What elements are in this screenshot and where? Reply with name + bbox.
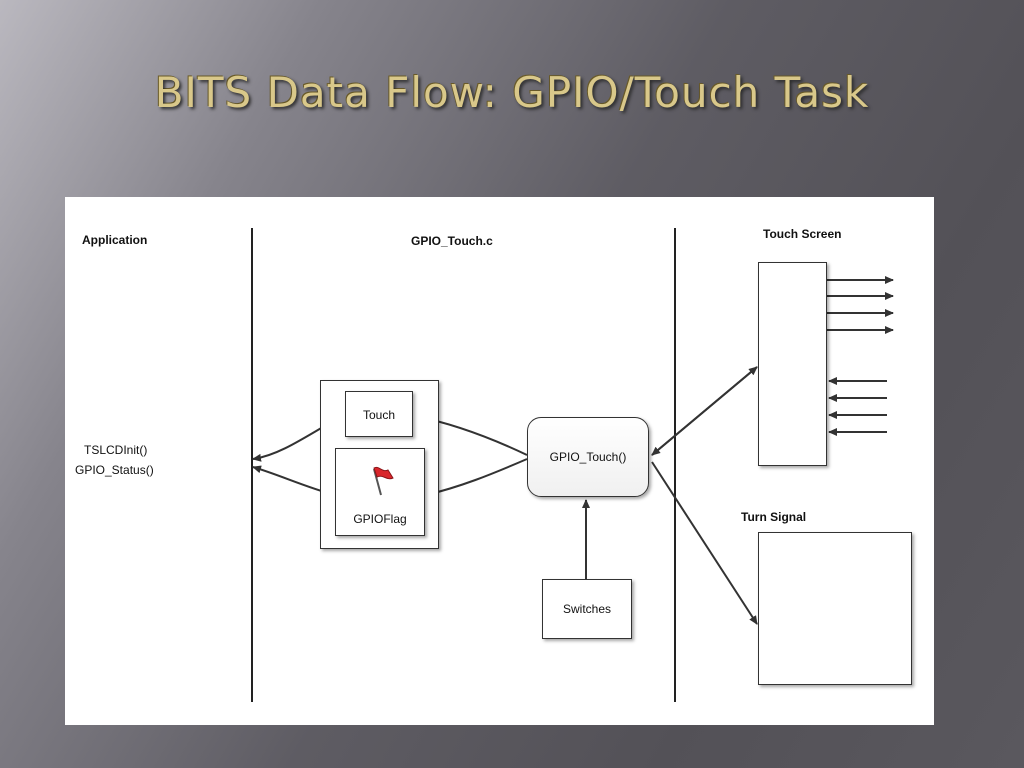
touch-screen-box: [758, 262, 827, 466]
red-flag-icon: [373, 466, 394, 496]
arrow-touchscreen-to-gpiotouch: [651, 366, 758, 456]
switches-node: Switches: [542, 579, 632, 639]
arrow-gpiotouch-to-turnsignal: [651, 461, 758, 625]
gpioflag-node: GPIOFlag: [335, 448, 425, 536]
touch-node-label: Touch: [362, 408, 396, 422]
touch-node: Touch: [345, 391, 413, 437]
switches-node-label: Switches: [562, 602, 612, 616]
app-function-gpio-status: GPIO_Status(): [75, 463, 154, 477]
section-label-application: Application: [82, 233, 148, 247]
section-label-turn-signal: Turn Signal: [741, 510, 807, 524]
diagram-panel: Application GPIO_Touch.c Touch Screen Tu…: [65, 197, 934, 725]
gpio-touch-function-label: GPIO_Touch(): [549, 450, 627, 464]
diagram-connectors: [251, 228, 894, 702]
app-function-tslcdinit: TSLCDInit(): [84, 443, 148, 457]
section-label-gpio-touch-c: GPIO_Touch.c: [411, 234, 493, 248]
turn-signal-box: [758, 532, 912, 685]
gpioflag-node-label: GPIOFlag: [353, 512, 407, 526]
arrow-gpiotouch-to-gpioflag: [425, 458, 528, 498]
slide-title: BITS Data Flow: GPIO/Touch Task: [154, 68, 870, 117]
section-label-touch-screen: Touch Screen: [763, 227, 842, 241]
gpio-touch-function-node: GPIO_Touch(): [527, 417, 649, 497]
